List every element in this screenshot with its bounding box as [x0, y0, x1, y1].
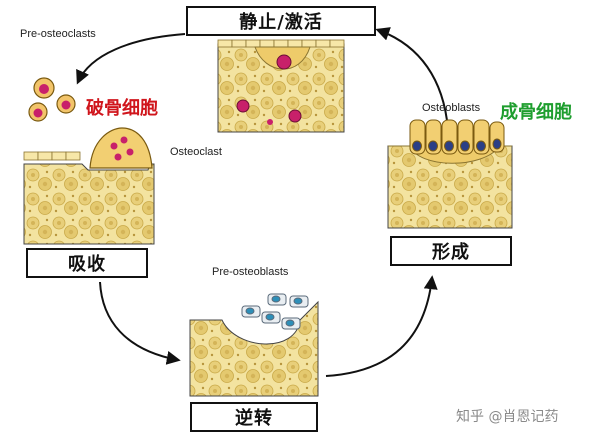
osteoclast-label: Osteoclast: [170, 146, 222, 158]
osteoblasts-label: Osteoblasts: [422, 102, 481, 114]
watermark-text: 知乎 @肖恩记药: [456, 409, 559, 425]
pre-osteoblasts-label: Pre-osteoblasts: [212, 266, 289, 278]
formation-bone-block: [387, 119, 513, 229]
reversal-bone-block: [189, 293, 319, 397]
rest-bone-block: [217, 39, 345, 133]
stage-reversal-label: 逆转: [190, 402, 318, 432]
resorption-bone-block: [23, 127, 155, 245]
pre-osteoclast-cells: [28, 77, 76, 122]
osteoblast-cn-label: 成骨细胞: [500, 102, 572, 123]
stage-rest-label: 静止/激活: [186, 6, 376, 36]
activated-cell: [288, 109, 302, 123]
stage-formation-label: 形成: [390, 236, 512, 266]
lining-cells: [217, 39, 345, 48]
arrow-rest-to-resorption: [76, 33, 186, 85]
arrow-formation-to-rest: [375, 27, 449, 131]
arrow-reversal-to-formation: [325, 275, 438, 377]
arrow-resorption-to-reversal: [99, 281, 181, 365]
osteoclast-cn-label: 破骨细胞: [86, 98, 158, 119]
activated-cell: [236, 99, 250, 113]
osteoblast-cells: [409, 119, 505, 155]
pre-osteoblast-cells: [241, 293, 309, 330]
osteoclast-cell: [89, 127, 153, 169]
activated-cell: [267, 119, 273, 125]
pre-osteoclasts-label: Pre-osteoclasts: [20, 28, 96, 40]
stage-resorption-label: 吸收: [26, 248, 148, 278]
activated-cell: [276, 54, 292, 70]
